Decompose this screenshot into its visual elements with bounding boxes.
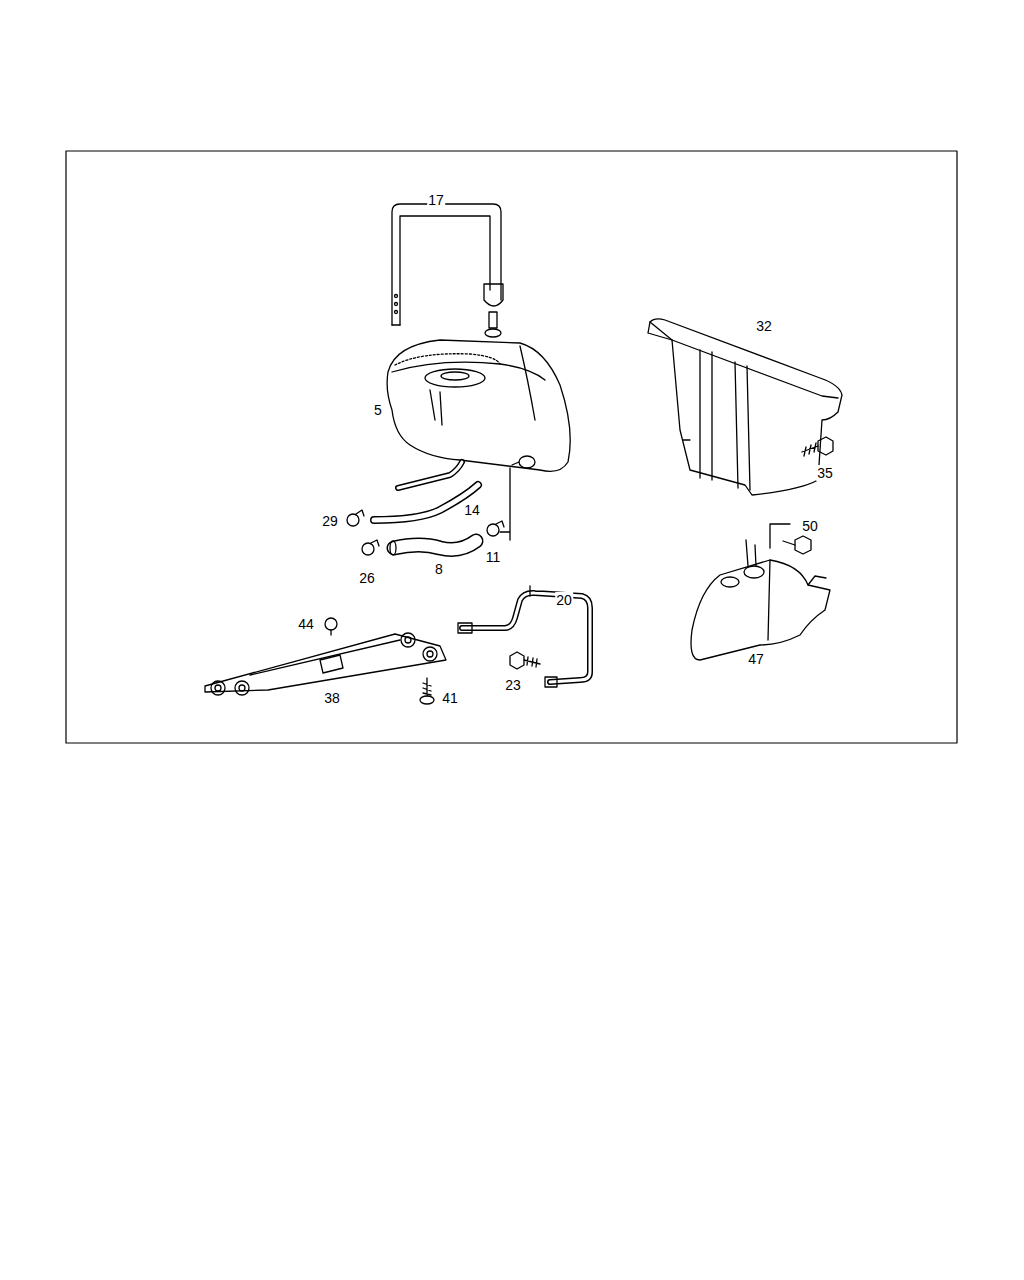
fuel-tank <box>387 340 570 471</box>
clip <box>325 618 337 635</box>
callout-number: 38 <box>323 690 341 706</box>
callout-number: 29 <box>321 513 339 529</box>
callout-number: 26 <box>358 570 376 586</box>
screw <box>420 678 434 704</box>
tank-strap <box>392 204 503 337</box>
callout-number: 47 <box>747 651 765 667</box>
support-bracket <box>458 586 590 687</box>
callout-number: 20 <box>555 592 573 608</box>
hose-clamp <box>347 510 364 526</box>
tank-shield <box>648 319 842 495</box>
callout-number: 50 <box>801 518 819 534</box>
callout-number: 32 <box>755 318 773 334</box>
hose-clamp <box>487 468 510 540</box>
callout-number: 41 <box>441 690 459 706</box>
callout-number: 23 <box>504 677 522 693</box>
callout-number: 8 <box>434 561 444 577</box>
heat-shield <box>205 633 446 695</box>
hose-clamp <box>362 540 379 555</box>
callout-number: 11 <box>485 549 502 565</box>
callout-number: 14 <box>463 502 481 518</box>
bolt <box>802 437 833 456</box>
callout-number: 5 <box>373 402 383 418</box>
callout-number: 44 <box>297 616 315 632</box>
frame <box>66 151 957 743</box>
filler-hose <box>390 541 476 555</box>
bolt <box>510 652 540 669</box>
callout-number: 35 <box>816 465 834 481</box>
callout-number: 17 <box>427 192 445 208</box>
reservoir <box>691 540 830 660</box>
